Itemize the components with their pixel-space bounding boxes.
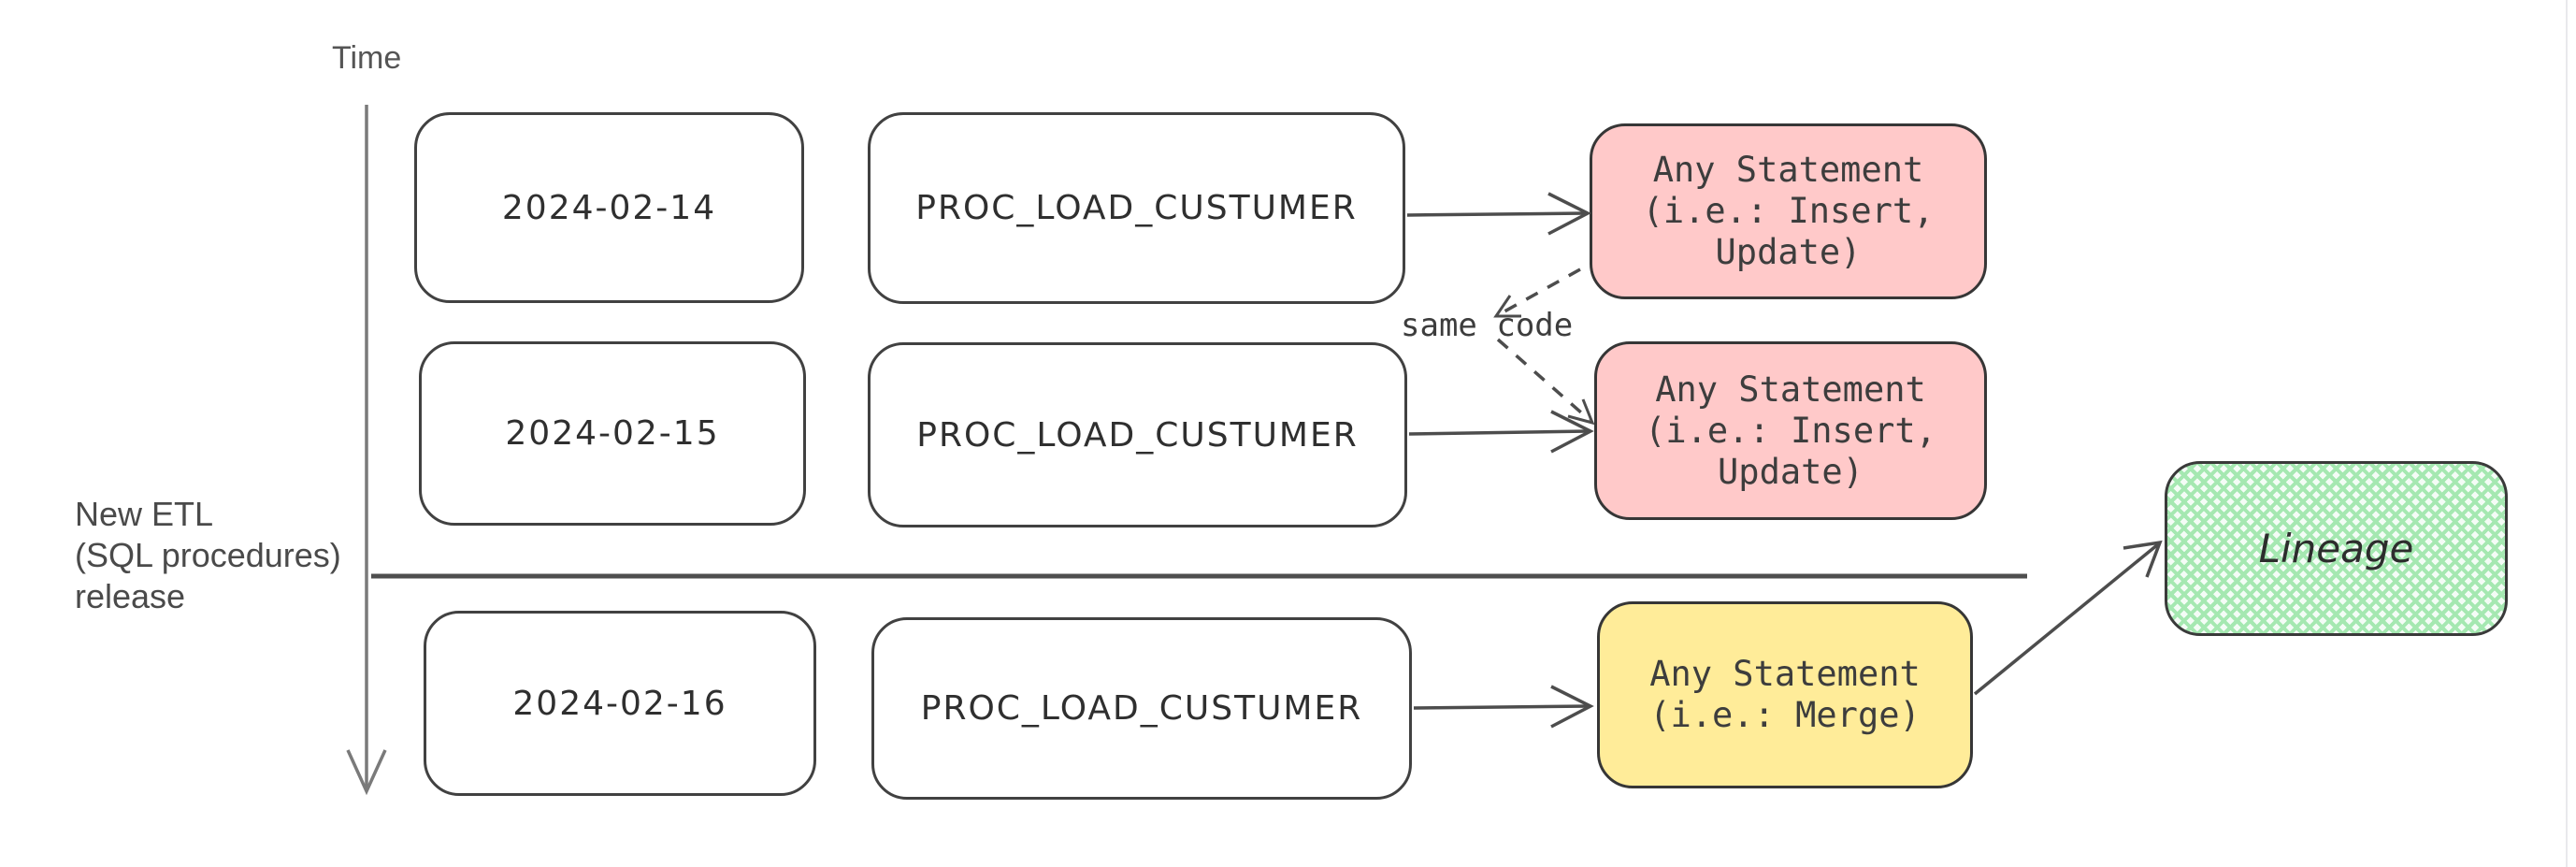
lineage-box: Lineage (2165, 461, 2508, 636)
right-panel-edge-line (2566, 0, 2568, 867)
date-box-row2: 2024-02-15 (419, 341, 806, 526)
arrow-row2 (1408, 410, 1594, 454)
lineage-text: Lineage (2258, 526, 2414, 571)
date-text-row2: 2024-02-15 (505, 414, 720, 453)
statement-text-row2: Any Statement (i.e.: Insert, Update) (1645, 368, 1936, 492)
time-axis-arrow (346, 105, 387, 796)
same-code-annotation: same code (1401, 307, 1574, 344)
statement-text-row1: Any Statement (i.e.: Insert, Update) (1642, 150, 1935, 272)
time-axis-label: Time (332, 40, 402, 76)
date-box-row1: 2024-02-14 (414, 112, 804, 303)
date-text-row1: 2024-02-14 (501, 188, 717, 227)
same-code-dashed-arrowhead-bottom (1567, 398, 1595, 426)
arrow-row1 (1406, 192, 1591, 236)
date-text-row3: 2024-02-16 (512, 684, 727, 723)
arrow-to-lineage (1973, 540, 2163, 696)
statement-text-row3: Any Statement (i.e.: Merge) (1649, 654, 1921, 735)
procedure-text-row3: PROC_LOAD_CUSTUMER (920, 689, 1363, 728)
release-note-label: New ETL (SQL procedures) release (75, 495, 341, 615)
procedure-text-row1: PROC_LOAD_CUSTUMER (915, 189, 1358, 227)
statement-box-row2: Any Statement (i.e.: Insert, Update) (1594, 341, 1987, 520)
procedure-box-row3: PROC_LOAD_CUSTUMER (871, 617, 1412, 800)
arrow-row3 (1413, 685, 1594, 729)
procedure-box-row1: PROC_LOAD_CUSTUMER (868, 112, 1405, 304)
statement-box-row3: Any Statement (i.e.: Merge) (1597, 601, 1973, 788)
procedure-text-row2: PROC_LOAD_CUSTUMER (916, 415, 1359, 455)
date-box-row3: 2024-02-16 (424, 611, 816, 796)
statement-box-row1: Any Statement (i.e.: Insert, Update) (1590, 123, 1987, 299)
procedure-box-row2: PROC_LOAD_CUSTUMER (868, 342, 1407, 527)
same-code-dashed-link-bottom (1496, 338, 1591, 422)
